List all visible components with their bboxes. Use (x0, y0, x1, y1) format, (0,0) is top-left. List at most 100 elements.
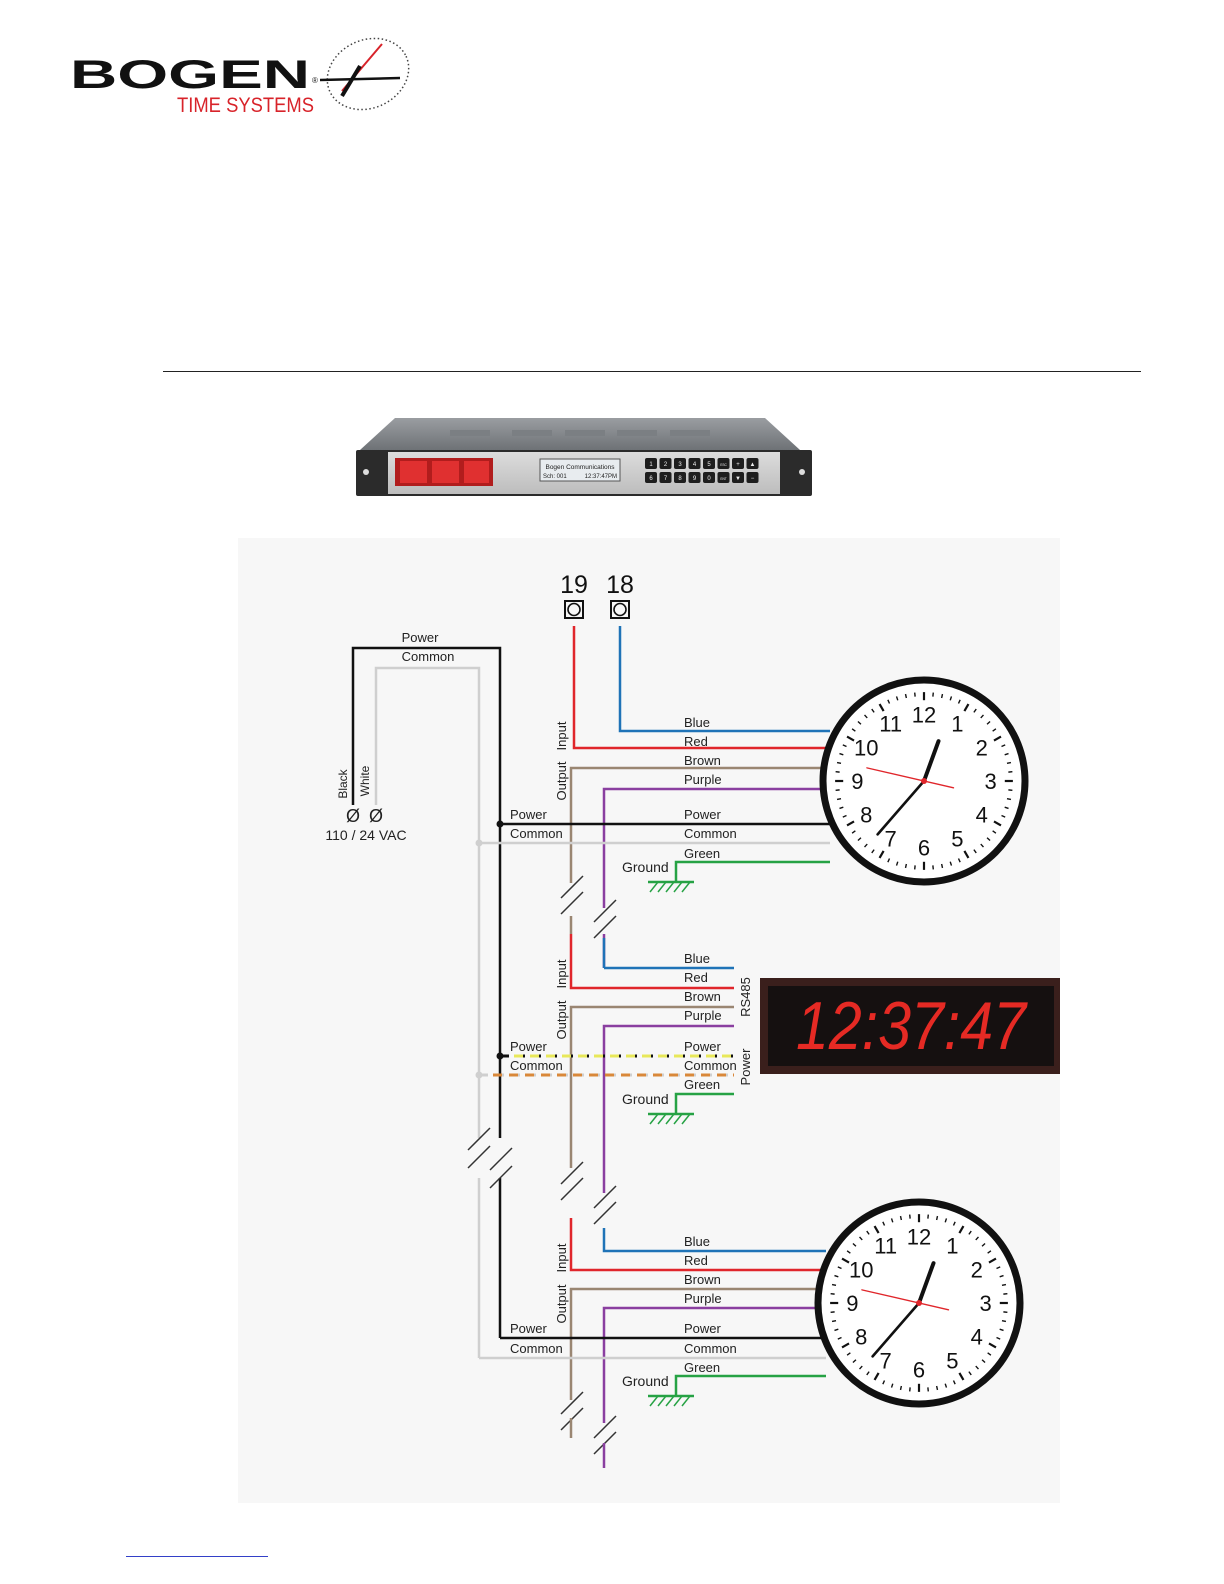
supply-voltage-label: 110 / 24 VAC (325, 827, 406, 843)
clock-tick (1001, 1319, 1007, 1323)
supply-common-label: Common (402, 649, 455, 664)
keypad-key-label: 1 (649, 462, 653, 468)
clock-tick (904, 863, 908, 869)
clock-tick (973, 849, 977, 854)
clock-number: 9 (851, 769, 863, 794)
clock-number: 11 (879, 711, 902, 736)
digital-clock: 12:37:47 (760, 978, 1060, 1074)
clock-number: 10 (854, 736, 878, 761)
svg-text:Brown: Brown (684, 989, 721, 1004)
keypad-key: ENT (717, 472, 730, 483)
terminal-19 (564, 600, 584, 619)
footer-link-underline[interactable] (126, 1556, 268, 1557)
svg-text:Power: Power (684, 807, 722, 822)
keypad-key-label: + (736, 462, 740, 468)
keypad-key: + (732, 458, 744, 469)
section-divider (163, 371, 1141, 372)
keypad-key-label: 4 (693, 462, 697, 468)
svg-text:Input: Input (554, 959, 569, 988)
clock-tick (873, 1372, 880, 1381)
clock-tick (859, 1365, 863, 1370)
keypad-key-label: ESC (720, 463, 727, 467)
clock-tick (852, 1243, 857, 1247)
master-clock-device: Bogen Communications Sch: 001 12:37:47PM… (356, 418, 812, 496)
clock-tick (839, 806, 844, 810)
svg-text:Blue: Blue (684, 1234, 710, 1249)
clock-tick (873, 1225, 880, 1234)
clock-tick (1001, 814, 1006, 818)
keypad-key-label: ENT (720, 477, 726, 481)
svg-text:Power: Power (684, 1321, 722, 1336)
section-2-labels: Input Output Blue Red Brown Purple Power… (510, 951, 753, 1107)
clock-tick (882, 1221, 886, 1226)
keypad-key: 9 (688, 472, 701, 483)
clock-tick (1001, 744, 1006, 748)
supply-terminal-black: Ø (346, 806, 360, 826)
clock-second-hand (861, 1289, 950, 1311)
svg-text:Common: Common (510, 826, 563, 841)
clock-number: 6 (918, 836, 930, 861)
clock-tick (1006, 761, 1012, 765)
svg-text:Red: Red (684, 970, 708, 985)
keypad-key-label: 9 (693, 476, 697, 482)
clock-tick (940, 863, 944, 869)
terminal-18-label: 18 (606, 571, 634, 599)
svg-text:Brown: Brown (684, 1272, 721, 1287)
svg-text:Output: Output (554, 1000, 569, 1039)
clock-tick (952, 1380, 956, 1385)
svg-text:Power: Power (510, 807, 548, 822)
keypad-key: 3 (674, 458, 686, 469)
clock-number: 4 (976, 802, 988, 827)
clock-tick (842, 814, 847, 818)
clock-tick (958, 1372, 965, 1381)
section-1-labels: Input Output Blue Red Brown Purple Power… (510, 715, 737, 875)
clock-tick (866, 1230, 870, 1235)
keypad-key-label: 0 (707, 476, 711, 482)
clock-tick (968, 1230, 972, 1235)
section-3-wires (479, 1218, 826, 1468)
clock-number: 2 (971, 1258, 983, 1283)
keypad-key-label: − (751, 476, 755, 482)
clock-tick (1001, 1283, 1007, 1287)
svg-text:Output: Output (554, 761, 569, 800)
clock-number: 4 (971, 1324, 983, 1349)
clock-tick (878, 850, 885, 859)
clock-number: 6 (913, 1358, 925, 1383)
bogen-logo: BOGEN ® TIME SYSTEMS (70, 37, 410, 117)
keypad-key: 8 (674, 472, 686, 483)
svg-text:Common: Common (510, 1341, 563, 1356)
clock-tick (980, 714, 984, 719)
clock-tick (864, 714, 868, 719)
section-3-labels: Input Output Blue Red Brown Purple Power… (510, 1234, 737, 1389)
svg-text:Purple: Purple (684, 1008, 722, 1023)
clock-tick (846, 820, 855, 827)
digital-clock-time: 12:37:47 (796, 988, 1028, 1064)
logo-clock-icon (319, 37, 410, 111)
digital-power-label: Power (738, 1048, 753, 1086)
keypad-key-label: 7 (664, 476, 668, 482)
clock-number: 7 (880, 1349, 892, 1374)
clock-tick (996, 1336, 1001, 1340)
clock-tick (968, 1371, 972, 1376)
clock-tick (864, 843, 868, 848)
svg-text:Power: Power (684, 1039, 722, 1054)
clock-tick (895, 696, 899, 701)
white-wire-label: White (358, 765, 372, 796)
svg-text:Common: Common (684, 1341, 737, 1356)
keypad-key-label: ▼ (735, 476, 741, 482)
clock-minute-hand (871, 1301, 921, 1358)
clock-tick (987, 1352, 992, 1356)
wiring-diagram: 19 18 Power Common Black White Ø Ø 110 /… (238, 538, 1060, 1503)
svg-text:Input: Input (554, 1243, 569, 1272)
svg-text:Power: Power (510, 1321, 548, 1336)
clock-tick (859, 1236, 863, 1241)
clock-tick (890, 1383, 894, 1388)
clock-number: 2 (976, 736, 988, 761)
keypad-key: ▲ (746, 458, 759, 469)
svg-text:Common: Common (684, 1058, 737, 1073)
clock-tick (904, 693, 908, 699)
clock-tick (981, 1243, 986, 1247)
clock-hour-hand (917, 1261, 936, 1305)
clock-tick (846, 735, 855, 742)
